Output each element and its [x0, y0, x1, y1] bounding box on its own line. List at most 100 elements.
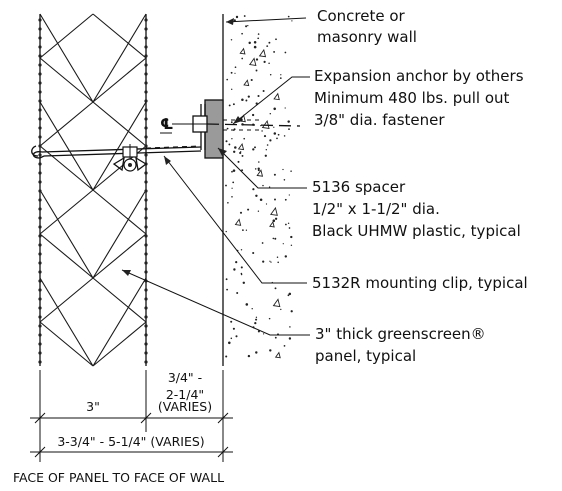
mesh-wire-dot [144, 351, 148, 355]
concrete-speck [248, 41, 251, 45]
concrete-speck [228, 143, 231, 146]
concrete-speck [269, 260, 271, 262]
concrete-speck [240, 272, 243, 275]
concrete-speck [251, 113, 255, 117]
mesh-diamond [39, 189, 147, 279]
dim-gap-1: 3/4" - [168, 370, 202, 385]
concrete-speck [225, 140, 228, 143]
concrete-speck [287, 120, 290, 123]
concrete-speck [266, 144, 269, 146]
mesh-wire-dot [38, 153, 42, 157]
concrete-speck [225, 355, 228, 358]
concrete-aggregate [273, 92, 280, 101]
concrete-speck [230, 39, 233, 41]
concrete-speck [245, 303, 249, 306]
mesh-wire-dot [38, 225, 42, 229]
concrete-speck [240, 266, 243, 269]
label-anchor-3: 3/8" dia. fastener [314, 111, 445, 129]
concrete-aggregate [243, 79, 250, 87]
concrete-speck [288, 128, 290, 131]
mesh-wire-dot [144, 234, 148, 238]
label-panel-2: panel, typical [315, 347, 416, 365]
concrete-speck [242, 281, 245, 284]
mesh-wire-dot [38, 360, 42, 364]
mesh-wire-dot [38, 81, 42, 85]
concrete-speck [235, 335, 238, 338]
mesh-wire-dot [144, 90, 148, 94]
mesh-wire-dot [38, 207, 42, 211]
mesh-wire-dot [38, 27, 42, 31]
concrete-speck [283, 345, 286, 347]
concrete-aggregate [256, 169, 264, 177]
leader-lines [121, 17, 310, 336]
mesh-wire-dot [38, 315, 42, 319]
concrete-speck [259, 198, 263, 202]
concrete-speck [290, 310, 293, 313]
concrete-speck [232, 327, 235, 330]
concrete-speck [277, 261, 279, 264]
concrete-speck [230, 121, 233, 124]
concrete-speck [230, 71, 233, 74]
concrete-speck [277, 133, 280, 136]
concrete-speck [255, 318, 258, 321]
mesh-wire-dot [38, 333, 42, 337]
mesh-wire-dot [38, 180, 42, 184]
concrete-aggregate [237, 142, 245, 151]
concrete-speck [284, 198, 287, 201]
concrete-speck [274, 287, 277, 290]
concrete-speck [263, 60, 266, 64]
concrete-speck [284, 255, 288, 258]
concrete-aggregate [234, 218, 242, 226]
mesh-wire-dot [38, 36, 42, 40]
concrete-speck [239, 151, 242, 155]
concrete-speck [255, 351, 258, 354]
concrete-wall [222, 14, 293, 366]
mesh-wire-dot [38, 63, 42, 67]
mesh-wire-dot [144, 198, 148, 202]
concrete-speck [264, 154, 267, 157]
concrete-speck [265, 203, 268, 205]
concrete-speck [280, 308, 282, 311]
concrete-speck [261, 242, 264, 244]
concrete-speck [241, 32, 243, 35]
mesh-wire-dot [38, 243, 42, 247]
mounting-hardware: ℄ [31, 99, 301, 172]
mesh-wire-dot [144, 81, 148, 85]
mesh-wire-dot [38, 72, 42, 76]
concrete-speck [247, 24, 249, 27]
concrete-speck [287, 15, 290, 18]
mesh-wire-dot [38, 306, 42, 310]
concrete-speck [236, 292, 239, 294]
concrete-speck [274, 217, 278, 220]
concrete-speck [283, 135, 286, 137]
concrete-speck [290, 235, 293, 239]
concrete-speck [235, 15, 239, 19]
concrete-speck [261, 130, 263, 132]
concrete-speck [274, 198, 276, 201]
mesh-wire-dot [144, 180, 148, 184]
concrete-speck [265, 149, 267, 151]
concrete-speck [253, 41, 257, 44]
concrete-speck [254, 168, 257, 170]
concrete-speck [268, 41, 271, 44]
dim-gap-2: 2-1/4" [166, 387, 204, 402]
concrete-speck [240, 249, 243, 251]
concrete-speck [234, 146, 237, 149]
greenscreen-panel [38, 13, 148, 367]
concrete-speck [228, 104, 231, 107]
concrete-speck [276, 256, 279, 258]
concrete-aggregate [272, 298, 281, 308]
concrete-speck [233, 150, 236, 153]
mounting-clip [41, 146, 202, 157]
concrete-speck [285, 223, 287, 226]
concrete-speck [273, 50, 276, 53]
mesh-wire-dot [144, 243, 148, 247]
mesh-wire-dot [38, 126, 42, 130]
concrete-speck [231, 196, 233, 198]
concrete-speck [233, 268, 236, 271]
mesh-wire-dot [38, 18, 42, 22]
concrete-speck [274, 237, 277, 240]
label-clip: 5132R mounting clip, typical [312, 274, 528, 292]
concrete-speck [255, 69, 258, 72]
mesh-wire-dot [144, 117, 148, 121]
